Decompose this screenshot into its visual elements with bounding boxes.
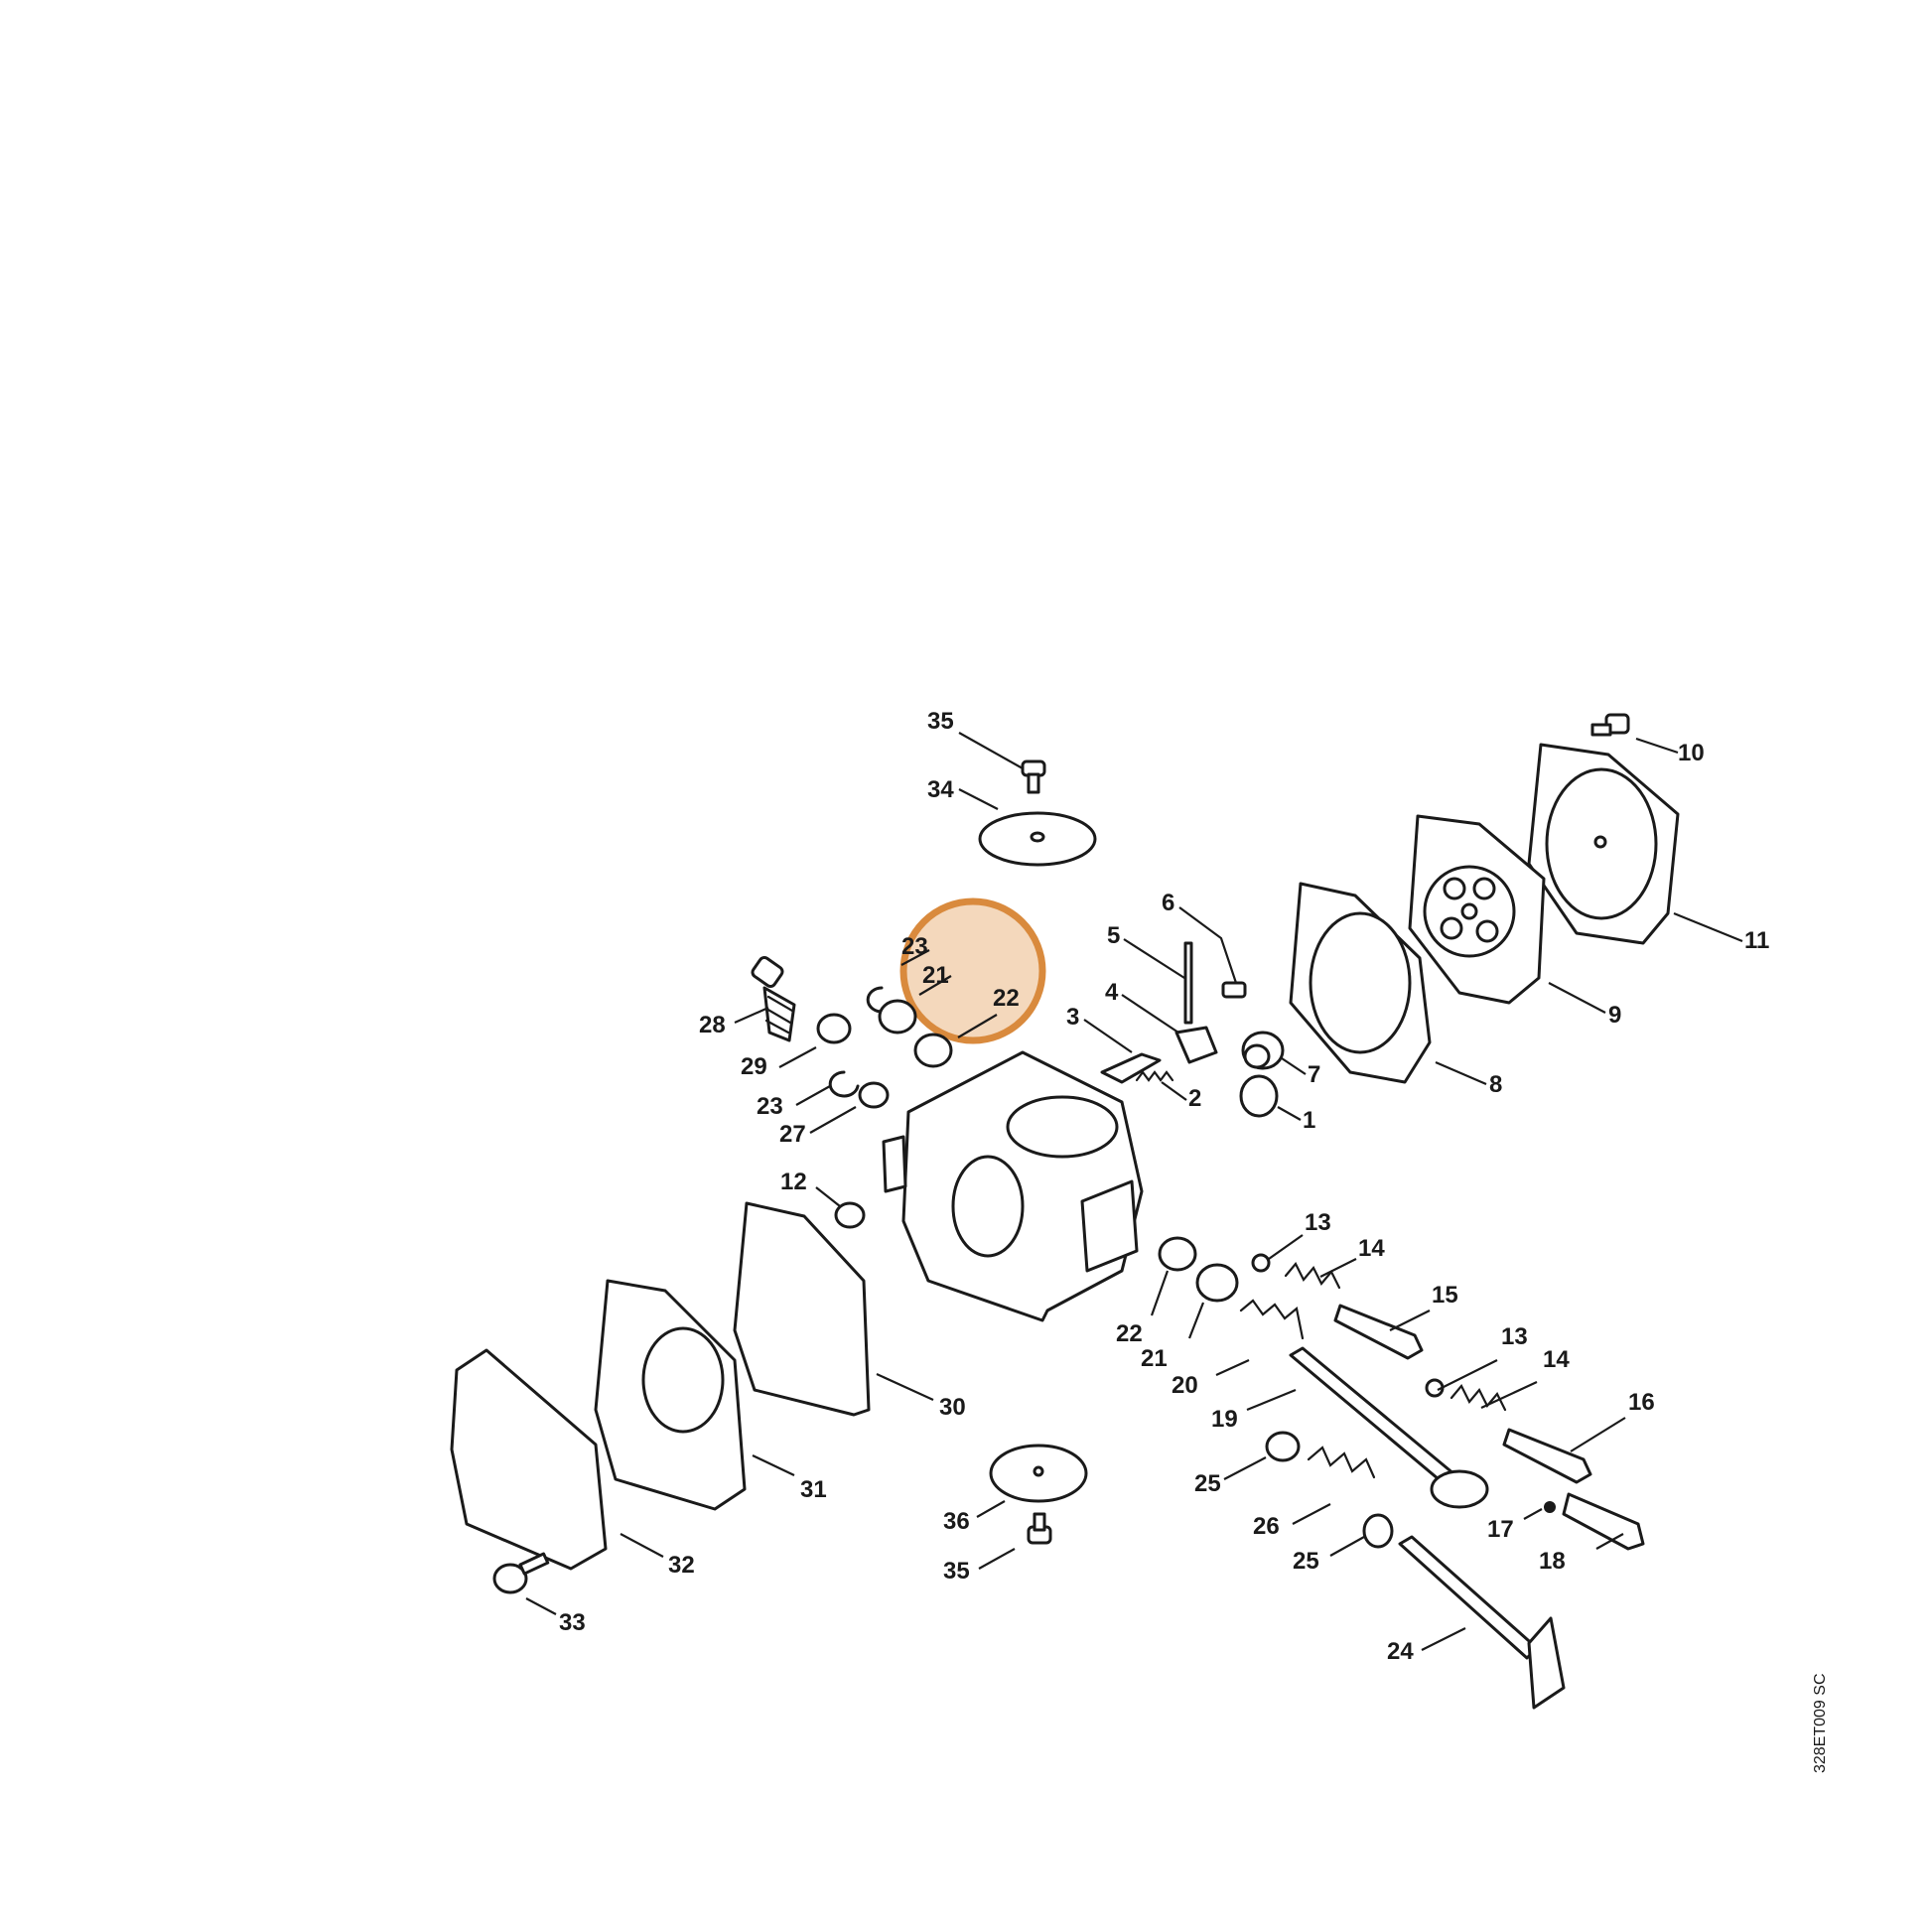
callout-label: 21 [922,962,949,989]
spring-26 [1307,1446,1376,1479]
carburetor-body [882,1050,1144,1322]
bearing-22-upper [913,1033,953,1068]
callout-label: 21 [1141,1345,1168,1372]
callout-label: 25 [1293,1548,1319,1575]
callout-label: 28 [699,1012,726,1038]
bushing-25-lower [1362,1513,1394,1549]
callout-label: 22 [993,985,1020,1012]
screw-35-top [1021,759,1046,794]
spring-2 [1135,1070,1174,1082]
callout-label: 16 [1628,1389,1655,1416]
callout-label: 30 [939,1394,966,1421]
bearing-22-lower [1158,1236,1197,1272]
spring-20 [1239,1299,1305,1340]
callout-label: 32 [668,1552,695,1579]
washer-27 [858,1081,890,1109]
part-graphics [450,713,1680,1710]
bushing-25-upper [1265,1431,1301,1462]
drawing-code: 328ET009 SC [1812,1673,1829,1773]
callout-label: 20 [1172,1372,1198,1399]
callout-label: 14 [1358,1235,1385,1262]
inlet-needle-3 [1100,1052,1162,1084]
spring-14-lower [1449,1384,1507,1412]
pump-cover-32 [450,1348,608,1571]
callout-labels: 35 34 10 11 9 8 6 5 4 3 2 1 7 28 29 23 2… [559,708,1769,1665]
cover-disc-36 [989,1444,1088,1503]
callout-label: 31 [800,1476,827,1503]
callout-label: 23 [757,1093,783,1120]
pin-5 [1183,941,1193,1025]
seal-21-lower [1195,1263,1239,1303]
adjusting-screw-28 [751,955,796,1042]
callout-label: 14 [1543,1346,1570,1373]
spring-14-upper [1284,1262,1341,1290]
callout-label: 35 [943,1558,970,1585]
gasket-31 [594,1279,747,1511]
washer-29 [816,1013,852,1044]
callout-label: 5 [1107,922,1120,949]
screw-6 [1221,981,1247,999]
callout-label: 25 [1194,1470,1221,1497]
callout-label: 8 [1489,1071,1502,1098]
screw-35-bottom [1027,1512,1052,1545]
gasket-30 [733,1201,871,1417]
callout-label: 36 [943,1508,970,1535]
screw-10 [1590,713,1630,737]
callout-label: 12 [780,1169,807,1195]
needle-screw-16 [1502,1428,1592,1484]
cap-1 [1239,1074,1279,1118]
callout-label: 4 [1105,979,1119,1006]
o-ring-13-upper [1251,1253,1271,1273]
callout-label: 22 [1116,1320,1143,1347]
callout-label: 34 [927,776,954,803]
callout-label: 35 [927,708,954,735]
diaphragm-9 [1408,814,1546,1005]
shaft-24 [1398,1535,1566,1710]
callout-label: 27 [779,1121,806,1148]
seal-21-upper [878,999,917,1035]
cover-disc-34 [978,811,1097,867]
callout-label: 6 [1162,890,1174,916]
highlight-circle [899,897,1046,1044]
fitting-7 [1241,1031,1285,1070]
callout-label: 19 [1211,1406,1238,1433]
lever-4 [1174,1026,1218,1064]
callout-label: 15 [1432,1282,1458,1309]
callout-label: 29 [741,1053,767,1080]
callout-label: 24 [1387,1638,1414,1665]
callout-label: 2 [1188,1085,1201,1112]
callout-label: 10 [1678,740,1705,766]
callout-label: 23 [901,933,928,960]
screw-33 [492,1552,550,1594]
screw-18 [1562,1492,1645,1551]
gasket-8 [1289,882,1432,1084]
callout-label: 26 [1253,1513,1280,1540]
leader-lines [525,732,1743,1651]
callout-label: 3 [1066,1004,1079,1031]
callout-label: 7 [1308,1061,1320,1088]
filter-12 [834,1201,866,1229]
callout-label: 11 [1744,927,1769,954]
ball-17 [1544,1501,1556,1513]
callout-label: 13 [1305,1209,1331,1236]
callout-label: 33 [559,1609,586,1636]
callout-label: 17 [1487,1516,1514,1543]
callout-label: 13 [1501,1323,1528,1350]
shaft-19 [1289,1346,1489,1509]
clip-23-lower [828,1070,860,1098]
callout-label: 18 [1539,1548,1566,1575]
needle-screw-15 [1333,1304,1424,1360]
cover-plate-11 [1527,743,1680,945]
callout-label: 1 [1303,1107,1315,1134]
callout-label: 9 [1608,1002,1621,1029]
